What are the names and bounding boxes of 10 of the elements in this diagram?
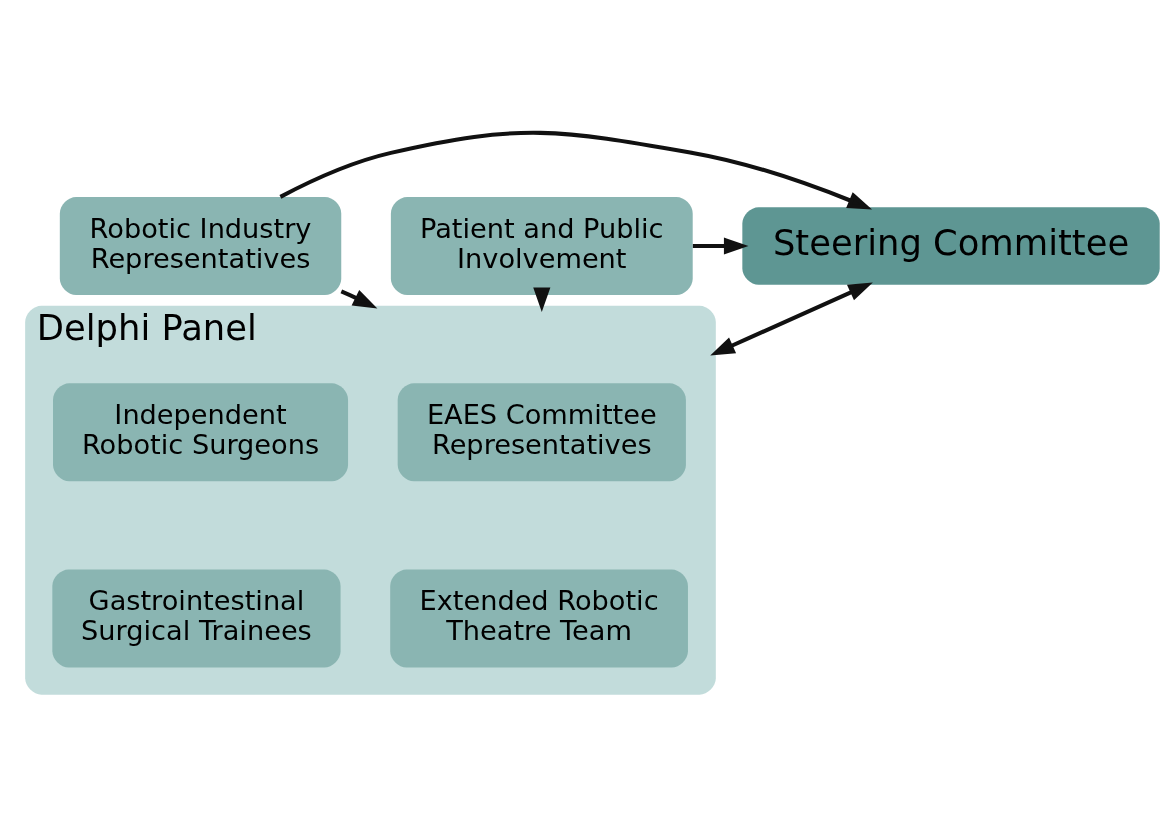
node-box: Gastrointestinal Surgical Trainees: [52, 569, 341, 667]
arrow: [279, 130, 873, 209]
node-box: Extended Robotic Theatre Team: [390, 569, 688, 667]
node-box: Robotic Industry Representatives: [59, 196, 342, 295]
node-box: EAES Committee Representatives: [397, 382, 686, 481]
node-box: Independent Robotic Surgeons: [53, 382, 349, 481]
arrow: [533, 287, 551, 312]
node-box: Steering Committee: [742, 206, 1160, 285]
arrow: [710, 281, 873, 355]
arrow: [692, 236, 749, 255]
